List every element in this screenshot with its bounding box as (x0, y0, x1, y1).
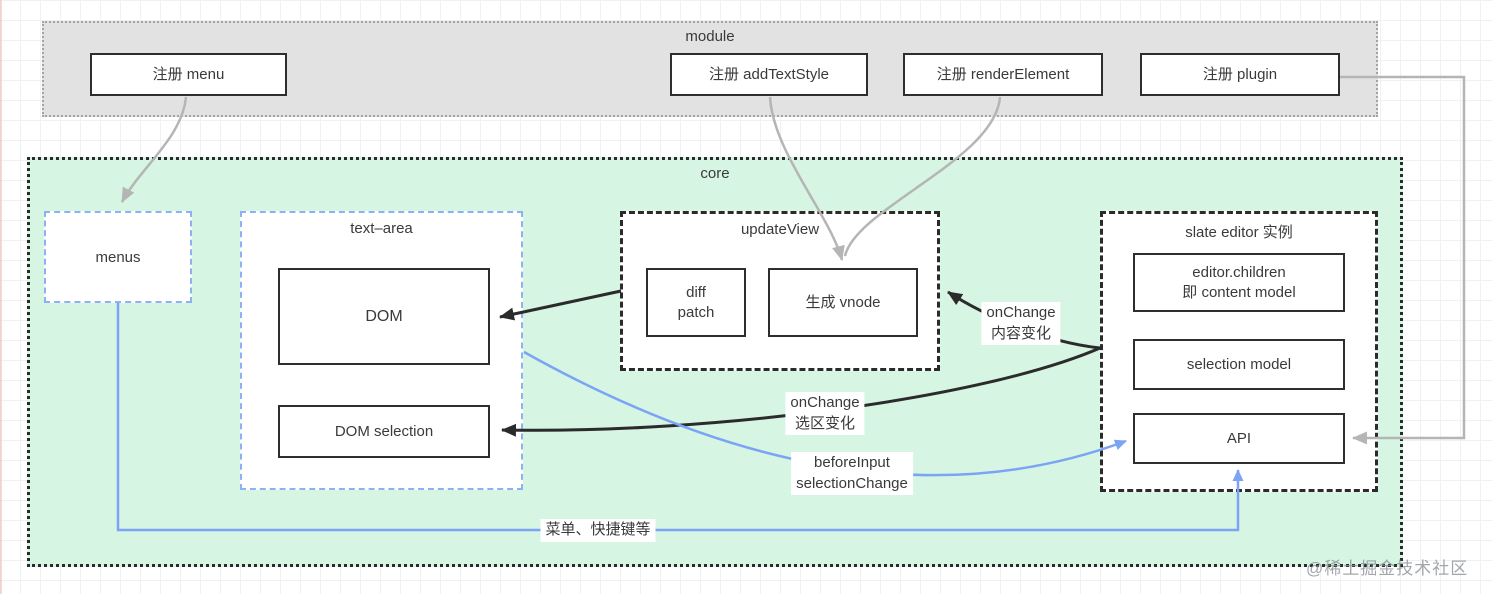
selection-model-label: selection model (1186, 355, 1292, 373)
menus-label: menus (95, 248, 141, 266)
menus-box: menus (44, 211, 192, 303)
module-container-label: module (685, 28, 735, 45)
selection-model-box: selection model (1133, 339, 1345, 390)
dom-selection-label: DOM selection (334, 422, 434, 440)
generate-vnode-box: 生成 vnode (768, 268, 918, 337)
onchange-selection-label: onChange 选区变化 (785, 392, 865, 436)
api-label: API (1226, 429, 1252, 447)
dom-selection-box: DOM selection (278, 405, 490, 458)
content-model-label: 即 content model (1182, 283, 1296, 301)
dom-label: DOM (365, 307, 403, 325)
editor-children-label: editor.children (1192, 263, 1286, 281)
core-container-label: core (700, 165, 730, 182)
update-view-group-label: updateView (740, 221, 820, 238)
register-addtextstyle-label: 注册 addTextStyle (708, 65, 830, 83)
content-model-box: editor.children 即 content model (1133, 253, 1345, 312)
register-renderelement-box: 注册 renderElement (903, 53, 1103, 96)
register-addtextstyle-box: 注册 addTextStyle (670, 53, 868, 96)
register-menu-label: 注册 menu (152, 65, 225, 83)
register-menu-box: 注册 menu (90, 53, 287, 96)
diff-label: diff (686, 283, 706, 301)
diff-patch-box: diff patch (646, 268, 746, 337)
left-edge-guide-line (0, 0, 2, 594)
menus-shortcut-label: 菜单、快捷键等 (540, 519, 656, 542)
slate-editor-group-label: slate editor 实例 (1185, 224, 1293, 241)
register-plugin-label: 注册 plugin (1202, 65, 1278, 83)
register-plugin-box: 注册 plugin (1140, 53, 1340, 96)
patch-label: patch (677, 303, 715, 321)
juejin-watermark: @稀土掘金技术社区 (1306, 559, 1469, 578)
dom-box: DOM (278, 268, 490, 365)
text-area-group-label: text–area (350, 220, 413, 237)
api-box: API (1133, 413, 1345, 464)
onchange-content-label: onChange 内容变化 (981, 302, 1061, 346)
register-renderelement-label: 注册 renderElement (936, 65, 1070, 83)
generate-vnode-label: 生成 vnode (805, 293, 881, 311)
beforeinput-label: beforeInput selectionChange (791, 452, 913, 496)
